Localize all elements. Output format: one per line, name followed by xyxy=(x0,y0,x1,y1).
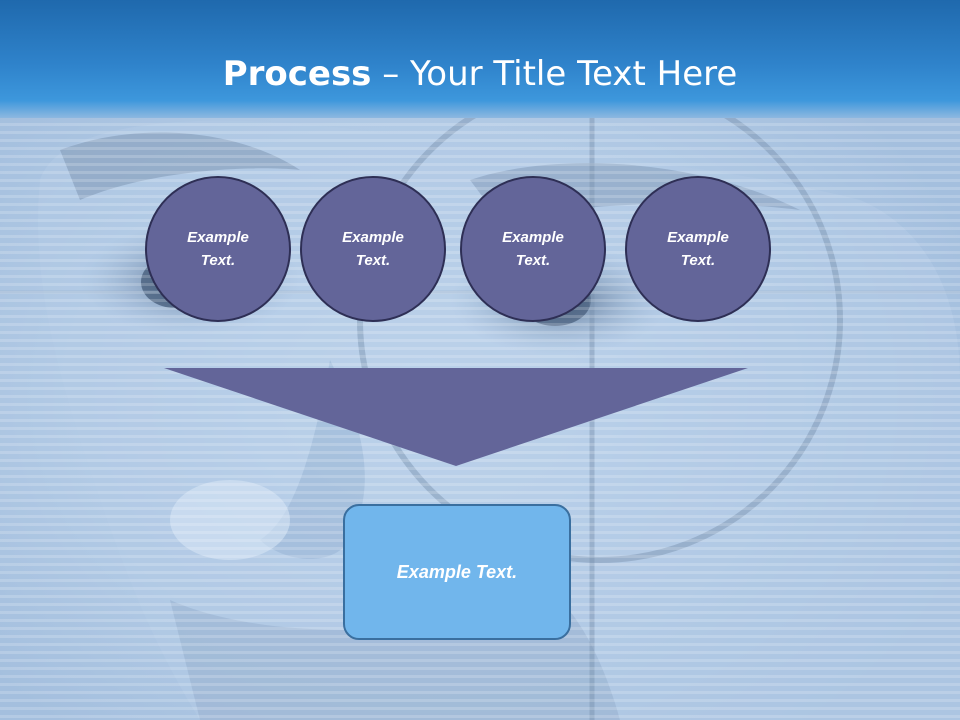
step-text-line1: Example xyxy=(502,229,564,246)
funnel-arrow xyxy=(164,368,748,466)
step-text-line2: Text. xyxy=(200,252,236,269)
step-circle-2: Example Text. xyxy=(300,176,446,322)
page-title: Process – Your Title Text Here xyxy=(0,52,960,96)
step-text-line2: Text. xyxy=(355,252,391,269)
funnel-triangle xyxy=(164,368,748,466)
step-text-line1: Example xyxy=(187,229,249,246)
step-circle-4: Example Text. xyxy=(625,176,771,322)
result-box: Example Text. xyxy=(343,504,571,640)
title-rest: – Your Title Text Here xyxy=(371,54,738,94)
step-circle-3: Example Text. xyxy=(460,176,606,322)
step-text: Example Text. xyxy=(173,226,263,272)
step-circle-1: Example Text. xyxy=(145,176,291,322)
result-text: Example Text. xyxy=(396,561,518,582)
step-text: Example Text. xyxy=(328,226,418,272)
step-text-line1: Example xyxy=(342,229,404,246)
title-bar: Process – Your Title Text Here xyxy=(0,0,960,118)
title-strong: Process xyxy=(222,54,372,94)
step-text: Example Text. xyxy=(488,226,578,272)
step-text: Example Text. xyxy=(653,226,743,272)
step-text-line2: Text. xyxy=(515,252,551,269)
step-text-line2: Text. xyxy=(680,252,716,269)
step-text-line1: Example xyxy=(667,229,729,246)
